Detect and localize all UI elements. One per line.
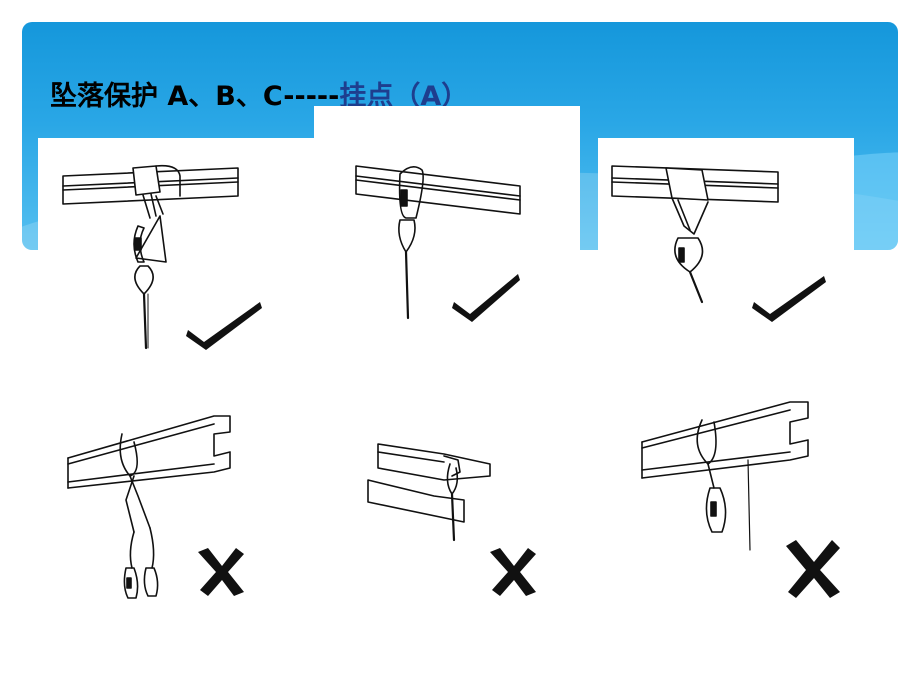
cross-icon [490, 548, 536, 596]
illustration-rope-loop-channel [641, 401, 840, 598]
illustration-rope-wrapped-channel [67, 415, 244, 599]
illustration-webbing-sling [611, 165, 826, 322]
panel-edge-angle-hook [314, 372, 580, 666]
cross-icon [198, 548, 244, 596]
panel-carabiner-direct [314, 106, 580, 332]
illustration-sling-triangle-ring [62, 164, 262, 350]
panel-sling-triangle-ring [38, 138, 330, 352]
check-icon [186, 302, 262, 350]
panel-webbing-sling [598, 138, 854, 328]
illustration-carabiner-direct [355, 165, 521, 322]
check-icon [752, 276, 826, 322]
check-icon [452, 274, 520, 322]
panel-rope-loop-channel [602, 360, 860, 640]
slide-title-prefix: 坠落保护 A、B、C----- [50, 81, 340, 112]
cross-icon [786, 540, 840, 598]
panel-rope-wrapped-channel [30, 372, 296, 666]
illustration-edge-angle-hook [367, 443, 536, 596]
